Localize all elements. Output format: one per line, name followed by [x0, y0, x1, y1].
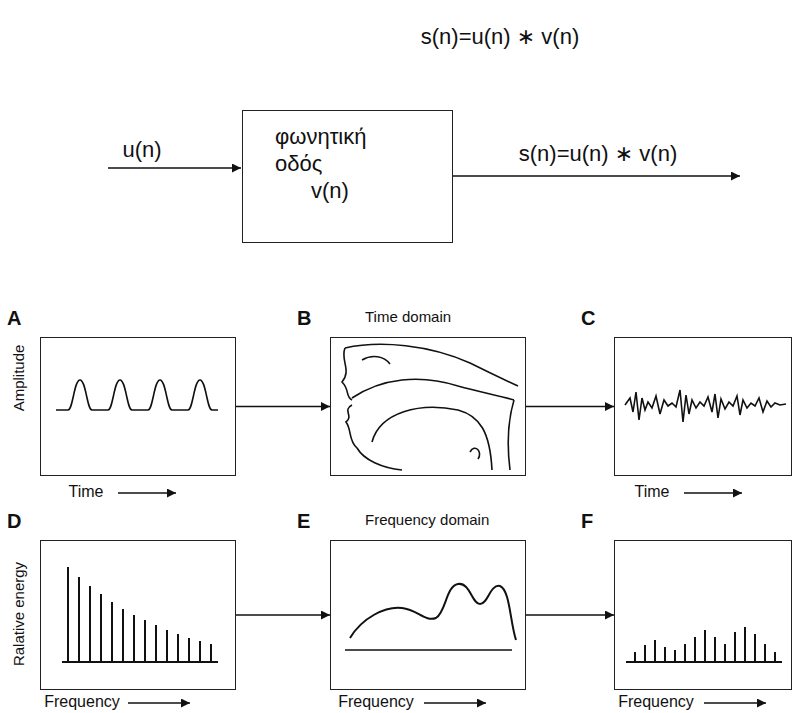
axis-label: Frequency	[618, 693, 694, 711]
node-text: A	[7, 307, 21, 330]
connector-arrow	[236, 406, 330, 408]
panel-box: A	[40, 337, 236, 476]
vocal-tract-sketch	[342, 344, 518, 470]
node-text: C	[581, 307, 595, 330]
title: s(n)=u(n) ∗ v(n)	[421, 24, 579, 50]
node-text: B	[297, 307, 311, 330]
node-heading: Frequency domain	[365, 511, 489, 528]
axis-label: Time	[635, 483, 670, 501]
source-spectrum	[62, 567, 218, 662]
node-text: F	[581, 510, 593, 533]
axis-arrow	[128, 702, 190, 704]
axis-arrow	[704, 702, 766, 704]
glottal-pulses	[56, 380, 218, 410]
node-text: φωνητική οδός	[275, 123, 393, 177]
axis-arrow	[118, 492, 176, 494]
input-arrow	[108, 167, 241, 169]
output-spectrum	[626, 627, 782, 662]
node-text: D	[7, 510, 21, 533]
signal-name: u(n)	[122, 137, 161, 163]
axis-label: Amplitude	[10, 345, 27, 412]
axis-label: Frequency	[338, 693, 414, 711]
output-arrow	[453, 175, 740, 177]
axis-label: Time	[69, 483, 104, 501]
axis-label: Ralative energy	[10, 562, 27, 666]
connector-arrow	[236, 614, 330, 616]
panel-box: EFrequency domain	[330, 540, 526, 690]
node-heading: v(n)	[275, 177, 430, 204]
filter-baseline	[345, 649, 512, 651]
axis-label: Frequency	[44, 693, 120, 711]
process-box: φωνητική οδόςv(n)	[242, 110, 453, 243]
connector-arrow	[526, 614, 614, 616]
panel-box: C	[614, 337, 792, 476]
node-text: E	[297, 510, 310, 533]
panel-box: BTime domain	[330, 337, 526, 476]
vocal-tract-response	[350, 584, 516, 640]
panel-box: F	[614, 540, 792, 690]
node-heading: Time domain	[365, 308, 451, 325]
signal-equation: s(n)=u(n) ∗ v(n)	[519, 141, 677, 167]
axis-arrow	[684, 492, 742, 494]
speech-waveform	[625, 390, 786, 422]
axis-arrow	[424, 702, 486, 704]
connector-arrow	[526, 406, 614, 408]
panel-box: D	[40, 540, 236, 690]
